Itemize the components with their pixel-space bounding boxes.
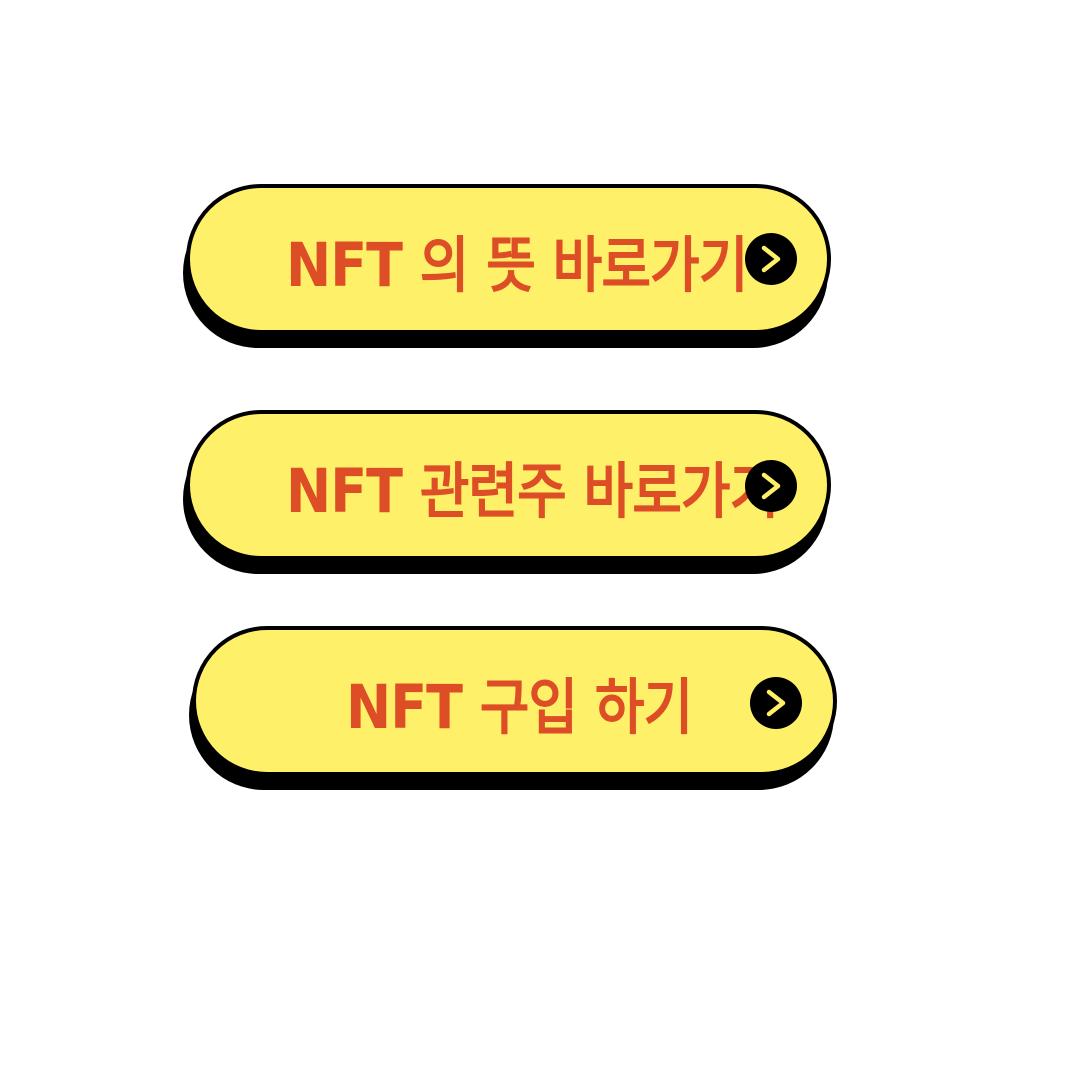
nft-meaning-button[interactable]: NFT 의 뜻 바로가기 bbox=[186, 184, 831, 334]
chevron-right-icon bbox=[745, 460, 797, 512]
nft-purchase-button-label: NFT 구입 하기 bbox=[346, 671, 693, 742]
nft-related-stocks-button[interactable]: NFT 관련주 바로가기 bbox=[186, 410, 831, 560]
chevron-right-icon bbox=[745, 233, 797, 285]
chevron-right-icon bbox=[750, 677, 802, 729]
nft-related-stocks-button-label: NFT 관련주 바로가기 bbox=[286, 455, 779, 526]
nft-meaning-button-label: NFT 의 뜻 바로가기 bbox=[286, 229, 748, 300]
nft-purchase-button[interactable]: NFT 구입 하기 bbox=[192, 626, 837, 776]
